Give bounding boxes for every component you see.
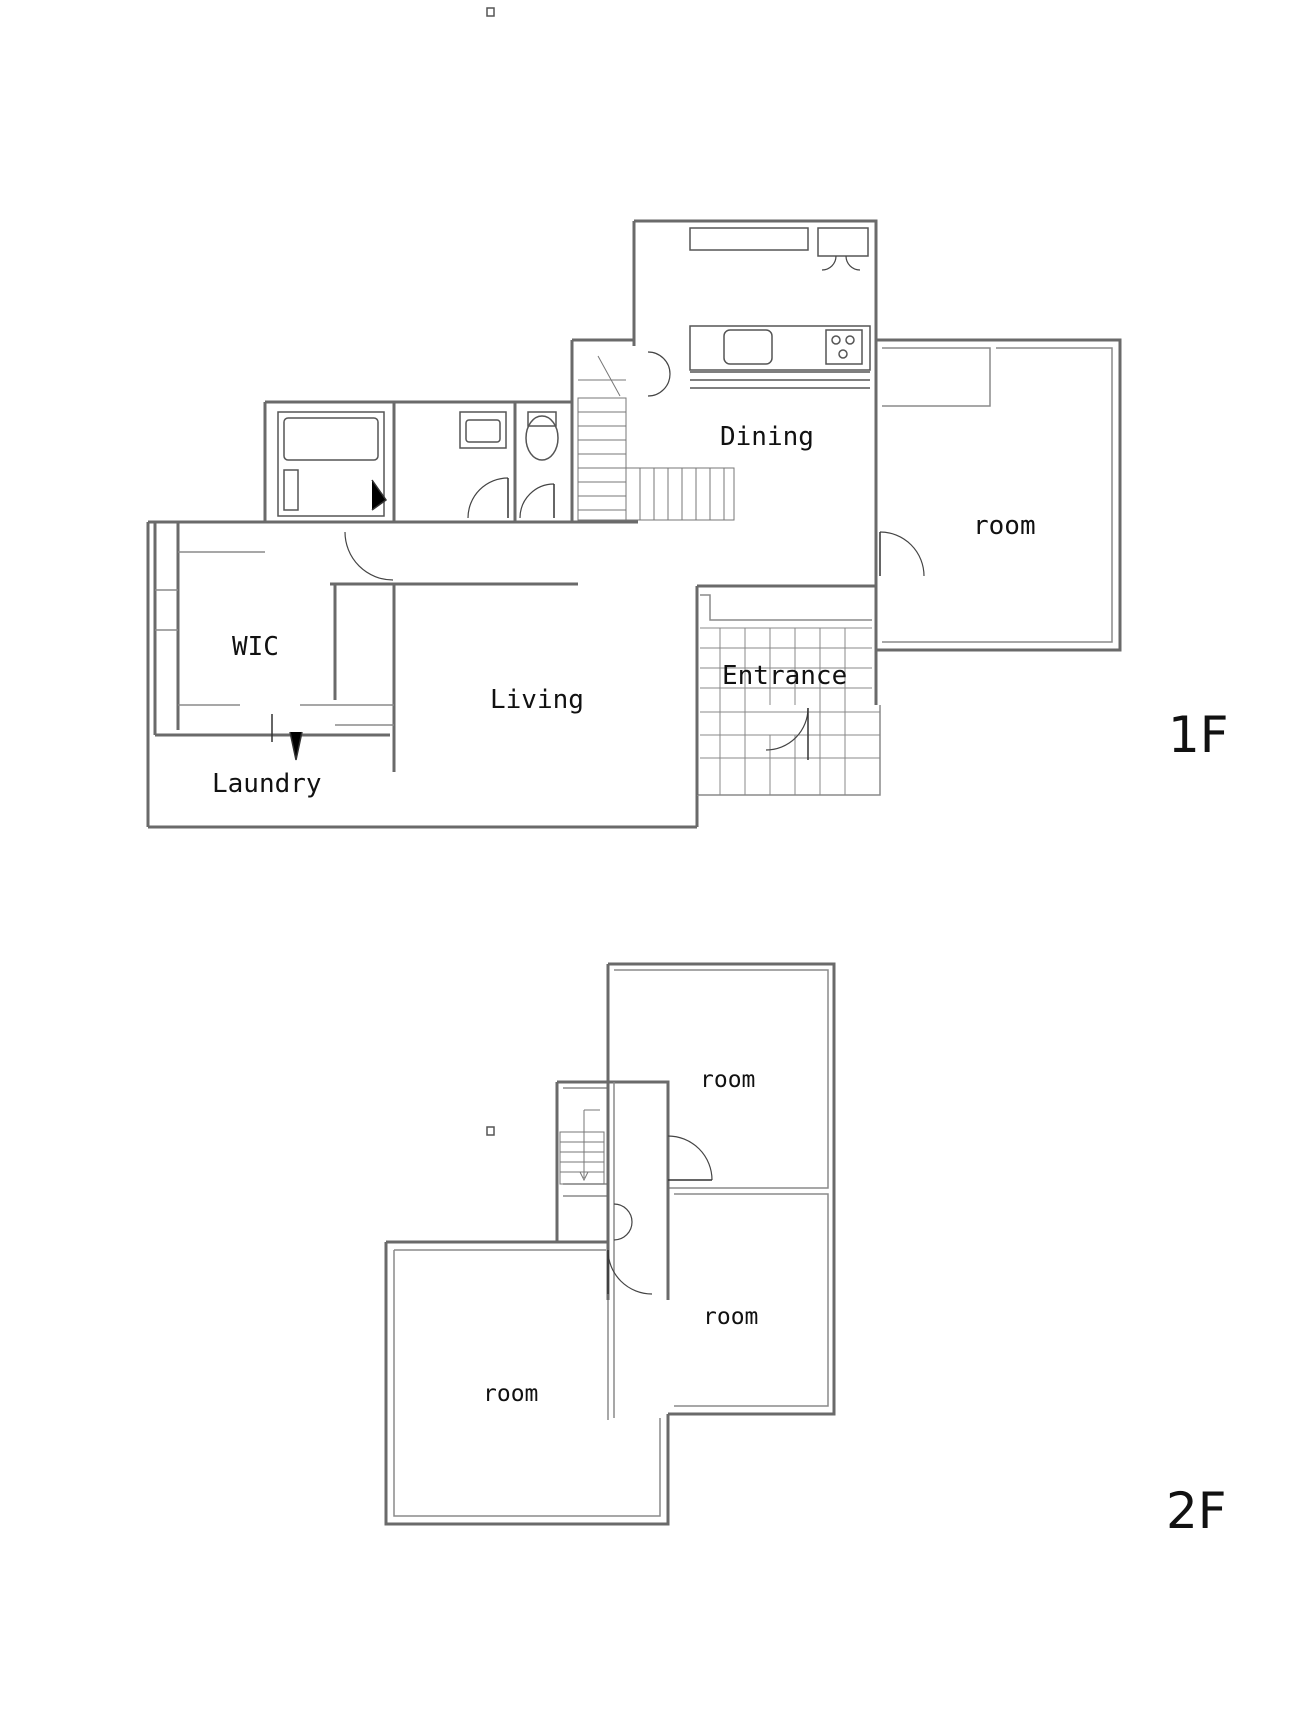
sink-icon — [723, 329, 773, 365]
kitchen-counter — [689, 325, 871, 371]
stairs-1f — [577, 355, 735, 521]
door-swing-icon — [607, 1249, 653, 1295]
room-label-laundry: Laundry — [212, 769, 322, 799]
room-label-room-1f: room — [973, 511, 1036, 541]
kitchen-fixtures — [689, 227, 871, 389]
floor-2-plan: room room room 2F — [384, 962, 1227, 1540]
entrance-tiles — [700, 627, 880, 795]
door-swing-icon — [879, 531, 925, 577]
door-swing-icon — [613, 1203, 633, 1223]
door-swing-icon — [667, 1135, 713, 1181]
floor-2-walls — [384, 962, 836, 1526]
marker-square — [486, 7, 495, 17]
room-label-room-2f-top: room — [700, 1067, 755, 1093]
door-swing-icon — [519, 483, 555, 519]
bath-fixtures — [277, 411, 559, 517]
door-swing-icon — [467, 477, 509, 519]
washbasin-icon — [459, 411, 507, 449]
room-label-living: Living — [490, 685, 584, 715]
marker-square — [486, 1126, 495, 1136]
bathtub — [277, 411, 385, 517]
doors-2f — [607, 1135, 713, 1295]
room-label-dining: Dining — [720, 422, 814, 452]
room-label-room-2f-left: room — [483, 1381, 538, 1407]
fridge — [817, 227, 869, 257]
door-swing-icon — [344, 531, 394, 581]
doors-1f — [271, 255, 925, 761]
room-label-entrance: Entrance — [722, 661, 847, 691]
door-swing-icon — [845, 255, 861, 271]
door-swing-icon — [765, 707, 809, 751]
floor-label-2f: 2F — [1166, 1482, 1227, 1540]
kitchen-shelf — [689, 227, 809, 251]
toilet-icon — [525, 415, 559, 461]
stove-icon — [825, 329, 863, 365]
floor-1-plan: Dining room WIC Living Entrance Laundry … — [146, 219, 1229, 829]
floor-label-1f: 1F — [1168, 706, 1229, 764]
floor-1-interior-walls — [153, 402, 878, 795]
door-swing-icon — [613, 1221, 633, 1241]
door-swing-icon — [647, 351, 671, 397]
stairs-2f — [559, 1109, 605, 1185]
room-label-wic: WIC — [232, 632, 279, 662]
door-swing-icon — [821, 255, 837, 271]
room-label-room-2f-bottom-right: room — [703, 1304, 758, 1330]
